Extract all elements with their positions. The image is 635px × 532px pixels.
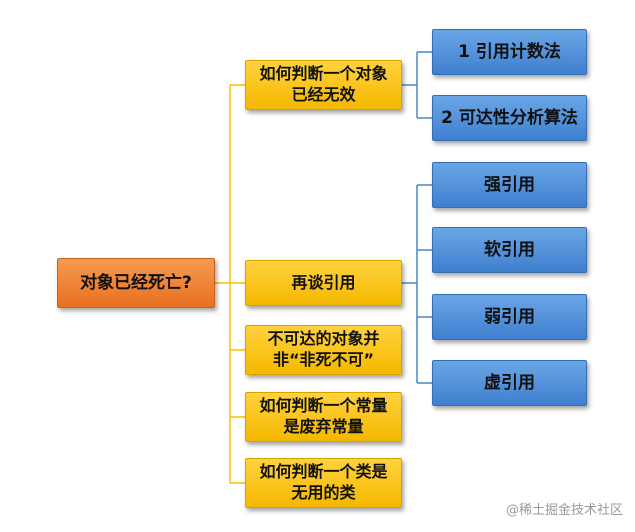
branch-label: 如何判断一个对象已经无效 (259, 64, 388, 104)
leaf-label: 软引用 (484, 239, 535, 260)
watermark: @稀土掘金技术社区 (505, 503, 623, 518)
leaf-node-soft-ref: 软引用 (432, 227, 587, 273)
leaf-label: 强引用 (484, 174, 535, 195)
leaf-node-weak-ref: 弱引用 (432, 294, 587, 340)
leaf-node-phantom-ref: 虚引用 (432, 360, 587, 406)
branch-label: 不可达的对象并非“非死不可” (267, 329, 380, 369)
branch-node-constant: 如何判断一个常量是废弃常量 (245, 392, 402, 442)
root-node: 对象已经死亡? (57, 258, 215, 308)
root-label: 对象已经死亡? (80, 272, 192, 293)
leaf-label: 虚引用 (484, 372, 535, 393)
leaf-label: 1 引用计数法 (458, 41, 561, 62)
branch-node-invalid-object: 如何判断一个对象已经无效 (245, 60, 402, 110)
branch-label: 如何判断一个常量是废弃常量 (259, 396, 388, 436)
leaf-node-reference-counting: 1 引用计数法 (432, 29, 587, 75)
branch-node-references: 再谈引用 (245, 260, 402, 306)
leaf-label: 2 可达性分析算法 (441, 107, 578, 128)
branch-label: 再谈引用 (291, 272, 356, 292)
branch-node-class: 如何判断一个类是无用的类 (245, 458, 402, 508)
leaf-node-reachability: 2 可达性分析算法 (432, 95, 587, 141)
branch-node-unreachable: 不可达的对象并非“非死不可” (245, 325, 402, 375)
leaf-node-strong-ref: 强引用 (432, 162, 587, 208)
leaf-label: 弱引用 (484, 306, 535, 327)
branch-label: 如何判断一个类是无用的类 (259, 462, 388, 502)
